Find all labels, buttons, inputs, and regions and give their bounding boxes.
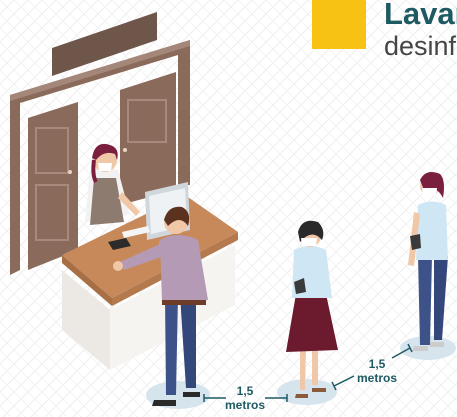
headline-line-2: desinf [384, 31, 457, 61]
headline: Lavar desinf [384, 0, 457, 60]
card-terminal [108, 238, 131, 250]
distance-unit: metros [224, 398, 265, 412]
distance-unit: metros [356, 371, 397, 385]
distance-label-1: 1,5 metros [222, 384, 268, 412]
woman-in-skirt [277, 220, 338, 405]
distance-value: 1,5 [368, 357, 386, 371]
headline-line-1: Lavar [384, 0, 457, 31]
customer-at-counter [113, 206, 210, 409]
distance-value: 1,5 [236, 384, 254, 398]
door-right [120, 72, 176, 205]
woman-in-jeans [400, 172, 456, 360]
door-frame [10, 12, 190, 275]
door-left [28, 102, 78, 270]
receptionist-figure [85, 143, 140, 225]
accent-square [312, 0, 366, 49]
distance-label-2: 1,5 metros [352, 357, 402, 385]
distance-marker-line-2 [331, 343, 413, 391]
distance-marker-line-1 [203, 394, 288, 402]
